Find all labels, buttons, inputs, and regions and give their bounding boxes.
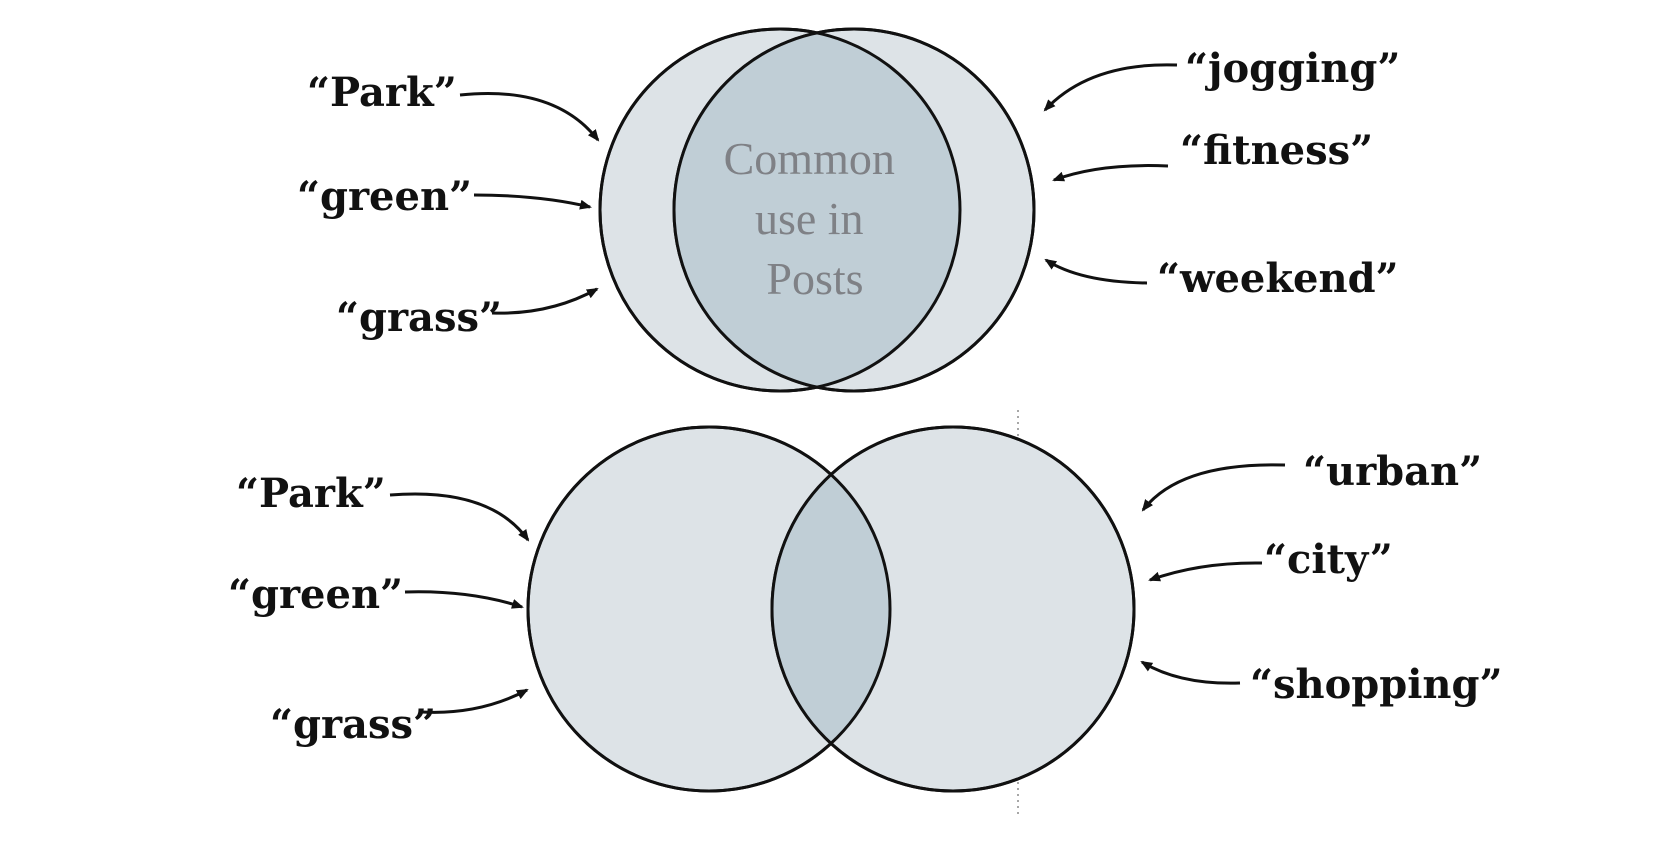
bottom-term-park: “Park” <box>236 470 386 517</box>
top-term-weekend: “weekend” <box>1157 255 1399 302</box>
bottom-venn: “Park” “green” “grass” “urban” “city” “s… <box>228 425 1502 793</box>
top-arrow-weekend <box>1044 258 1148 285</box>
bottom-term-city: “city” <box>1264 536 1393 583</box>
bottom-venn-overlap <box>772 427 890 791</box>
top-arrow-grass <box>491 287 599 315</box>
top-term-green: “green” <box>297 173 472 220</box>
bottom-arrow-green <box>404 590 524 609</box>
bottom-term-shopping: “shopping” <box>1250 661 1502 708</box>
overlap-label-line-2: use in <box>755 193 864 244</box>
top-term-grass: “grass” <box>336 294 502 341</box>
bottom-arrow-shopping <box>1140 660 1241 685</box>
top-arrow-green <box>473 193 592 210</box>
top-term-park: “Park” <box>307 69 457 116</box>
top-venn: Common use in Posts “Park” “green” “gras… <box>297 27 1400 393</box>
bottom-term-urban: “urban” <box>1303 448 1482 495</box>
bottom-arrow-urban <box>1141 463 1286 512</box>
top-term-fitness: “fitness” <box>1180 127 1373 174</box>
top-arrow-fitness <box>1052 164 1169 182</box>
top-term-jogging: “jogging” <box>1185 45 1400 92</box>
top-arrow-jogging <box>1043 63 1178 112</box>
overlap-label-line-3: Posts <box>766 253 863 304</box>
bottom-arrow-grass <box>421 688 529 714</box>
overlap-label-line-1: Common <box>724 133 895 184</box>
bottom-arrow-park <box>389 492 530 542</box>
bottom-arrow-city <box>1148 561 1263 582</box>
top-arrow-park <box>459 91 600 142</box>
overlap-label: Common use in Posts <box>724 133 907 304</box>
bottom-term-grass: “grass” <box>270 701 436 748</box>
bottom-term-green: “green” <box>228 571 403 618</box>
